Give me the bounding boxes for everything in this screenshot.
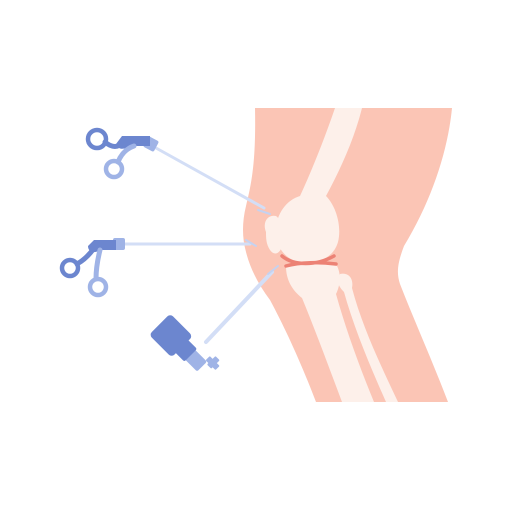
arthroscope-tip xyxy=(267,265,279,275)
arthroscope-port xyxy=(205,356,220,370)
upper-grasper-ring-dark xyxy=(85,127,109,151)
grasper-instrument-upper xyxy=(85,127,271,215)
lower-grasper-ring-dark xyxy=(59,257,81,279)
arthroscope-shaft xyxy=(204,270,274,344)
arthroscope-coupler-dark xyxy=(175,339,197,361)
lower-grasper-arm-light xyxy=(93,247,103,282)
grasper-instrument-lower xyxy=(59,238,257,298)
upper-grasper-arm-dark xyxy=(102,139,127,149)
fibula-bone xyxy=(337,273,398,402)
leg-skin xyxy=(243,108,452,402)
upper-grasper-ring-light xyxy=(103,158,125,180)
tibial-cartilage-line xyxy=(284,260,338,268)
lower-grasper-ring-light xyxy=(87,276,109,298)
upper-grasper-arm-light xyxy=(115,143,137,165)
upper-grasper-tip xyxy=(257,209,271,215)
lower-grasper-tip xyxy=(245,239,257,247)
femur-bone xyxy=(275,108,362,264)
tibia-bone xyxy=(286,261,374,402)
arthroscope-camera-head xyxy=(150,315,192,356)
thigh-and-shin-skin xyxy=(243,108,452,402)
patella-bone xyxy=(264,215,283,254)
arthroscope-body xyxy=(150,315,220,371)
upper-grasper-jaw xyxy=(116,136,150,149)
arthroscope-camera xyxy=(150,265,279,371)
knee-bones xyxy=(264,108,398,402)
upper-grasper-shaft xyxy=(154,146,266,210)
lower-grasper-arm-dark xyxy=(74,245,97,267)
